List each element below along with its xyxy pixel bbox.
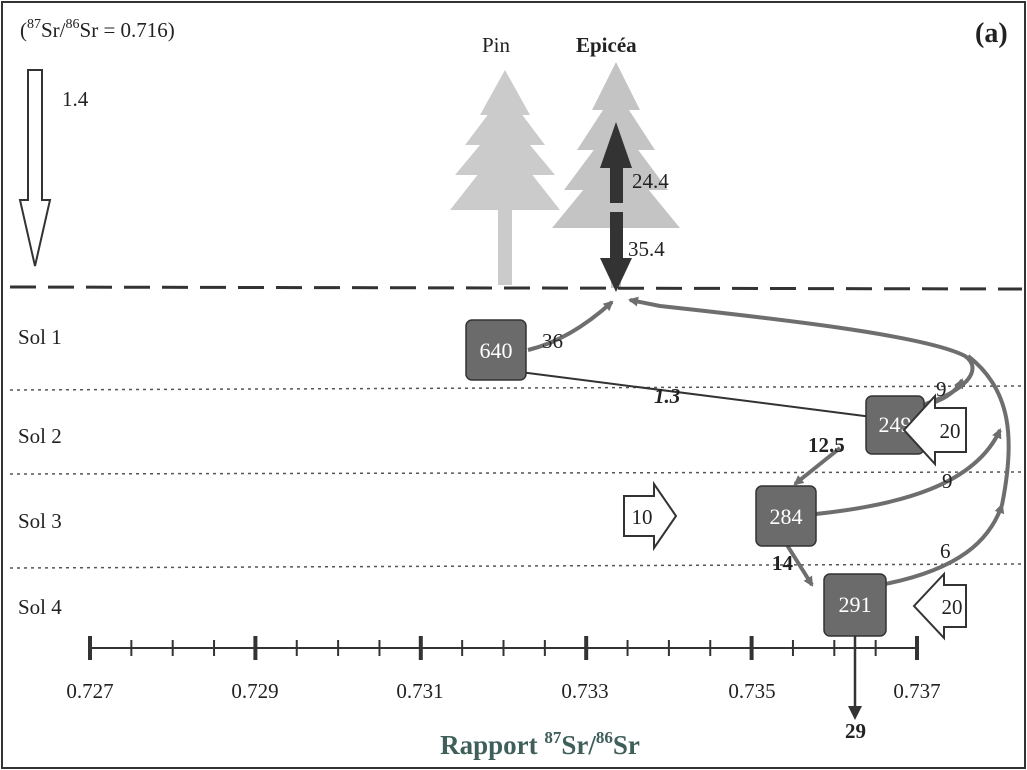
flux-sol1-to-sol2-value: 1.3 <box>654 384 680 408</box>
pine-label: Pin <box>482 33 511 57</box>
axis-ticks <box>88 636 919 660</box>
axis-tick-label-0735: 0.735 <box>728 679 775 703</box>
svg-text:20: 20 <box>940 419 961 443</box>
flux-sol1-to-sol2-arrow <box>519 371 883 424</box>
input-flux-label: 1.4 <box>62 87 89 111</box>
weathering-arrow-sol3: 10 <box>623 480 678 552</box>
flux-sol3-to-sol4-value: 14 <box>772 551 794 575</box>
layer-label-sol4: Sol 4 <box>18 595 62 619</box>
layer-label-sol1: Sol 1 <box>18 325 62 349</box>
flux-sol2-to-sol3-arrow <box>793 446 842 486</box>
panel-label: (a) <box>975 18 1008 49</box>
layer-boundary-2 <box>9 471 1023 475</box>
uptake-up-value: 24.4 <box>632 169 669 193</box>
return-riser <box>966 354 1011 506</box>
return-sol3-arrow <box>815 428 1002 516</box>
svg-text:640: 640 <box>480 338 513 363</box>
layer-boundary-3 <box>9 563 1023 569</box>
svg-text:20: 20 <box>942 595 963 619</box>
flux-sol3-to-sol4-arrow <box>785 543 814 587</box>
axis-tick-label-0729: 0.729 <box>231 679 278 703</box>
layer-label-sol3: Sol 3 <box>18 509 62 533</box>
layer-label-sol2: Sol 2 <box>18 424 62 448</box>
return-sol2-value: 9 <box>936 377 947 401</box>
uptake-down-arrowhead <box>600 258 632 292</box>
ratio-note: (87Sr/86Sr = 0.716) <box>20 17 175 42</box>
ground-line <box>9 285 1023 291</box>
layer-boundary-1 <box>9 385 1023 391</box>
return-sol4-value: 6 <box>940 539 951 563</box>
flux-sol2-to-sol3-value: 12.5 <box>808 433 845 457</box>
weathering-arrow-sol4: 20 <box>912 571 967 641</box>
return-sol3-value: 9 <box>942 469 953 493</box>
axis-tick-label-0733: 0.733 <box>561 679 608 703</box>
pool-box-sol3: 284 <box>755 485 817 547</box>
pool-box-sol1: 640 <box>465 319 527 381</box>
axis-tick-label-0737: 0.737 <box>893 679 940 703</box>
axis-tick-label-0731: 0.731 <box>396 679 443 703</box>
pool-box-sol2: 249 <box>865 395 925 455</box>
svg-text:291: 291 <box>839 592 872 617</box>
flux-sol1-up-value: 36 <box>542 329 563 353</box>
axis-title: Rapport 87Sr/86Sr <box>440 728 640 760</box>
svg-text:10: 10 <box>632 505 653 529</box>
uptake-up-arrowhead <box>600 122 632 168</box>
flux-sol1-up-arrow <box>527 300 614 352</box>
return-sol4-arrow <box>879 503 1005 587</box>
pool-box-sol4: 291 <box>823 573 887 637</box>
weathering-arrow-sol2: 20 <box>902 393 967 467</box>
pine-tree-icon <box>450 70 560 285</box>
uptake-shaft-bottom <box>610 212 623 264</box>
uptake-shaft-top <box>610 165 623 203</box>
svg-text:284: 284 <box>770 504 803 529</box>
flux-sol4-out-value: 29 <box>845 719 866 743</box>
spruce-label: Epicéa <box>576 33 637 57</box>
uptake-down-value: 35.4 <box>628 237 665 261</box>
axis-tick-label-0727: 0.727 <box>66 679 113 703</box>
input-hollow-arrow <box>18 69 52 267</box>
